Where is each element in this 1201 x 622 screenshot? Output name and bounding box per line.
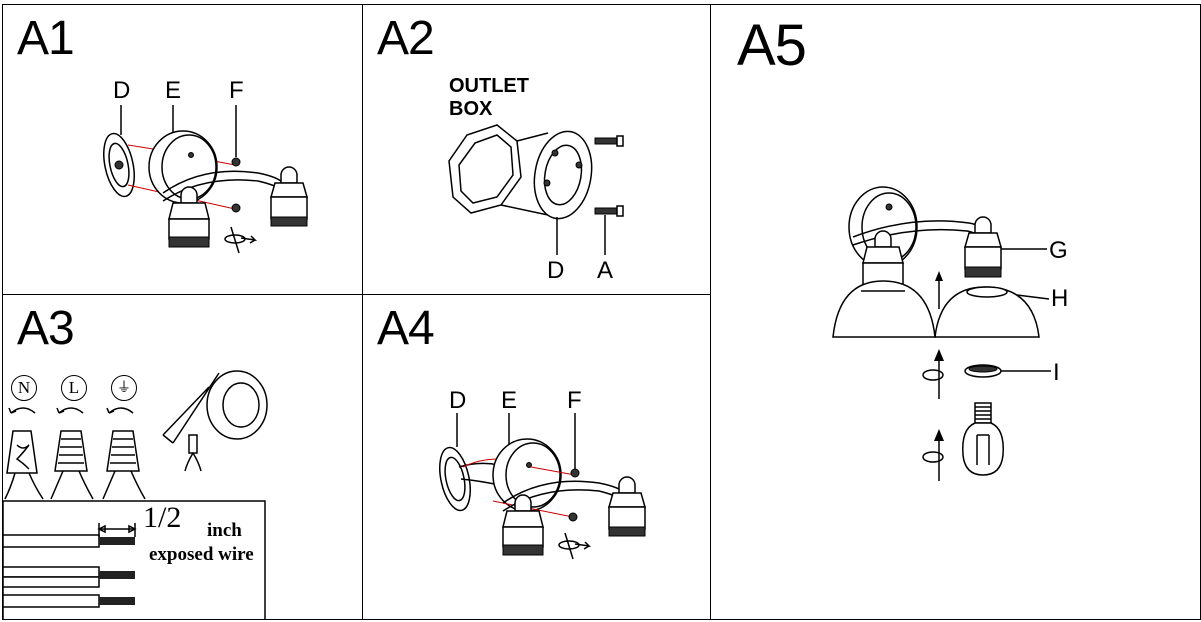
panel-a2-title: A2	[377, 12, 435, 65]
panel-a3-title: A3	[17, 302, 75, 355]
panel-a3: A3 N L ⏚ 1/2 inch exposed wire	[2, 294, 364, 620]
panel-a4: A4 D E F	[362, 294, 712, 620]
a3-measure-label: 1/2	[143, 501, 182, 534]
a2-mount-drawing	[448, 124, 624, 255]
a4-label-f: F	[567, 387, 582, 414]
a2-outlet-box-label: OUTLET BOX	[449, 75, 529, 120]
a3-wire-strands	[3, 534, 135, 608]
panel-a1: A1 D E F	[2, 4, 364, 296]
a2-label-a: A	[597, 257, 614, 284]
a3-exposed-wire-label: exposed wire	[149, 544, 254, 565]
a3-wiring-drawing	[3, 370, 268, 619]
panel-a5: A5 G H I	[710, 4, 1201, 620]
a1-label-d: D	[113, 77, 131, 104]
a5-label-i: I	[1053, 359, 1060, 386]
panel-a1-title: A1	[17, 12, 75, 65]
a5-label-g: G	[1049, 237, 1068, 264]
a1-label-f: F	[229, 77, 244, 104]
a5-label-h: H	[1051, 285, 1069, 312]
a1-label-e: E	[165, 77, 182, 104]
a3-unit-label: inch	[207, 520, 242, 541]
a4-label-d: D	[449, 387, 467, 414]
a3-symbol-ground: ⏚	[111, 375, 137, 401]
a2-label-d: D	[547, 257, 565, 284]
a3-symbol-line: L	[61, 375, 87, 401]
a5-assembly-drawing	[832, 186, 1051, 481]
panel-a5-title: A5	[737, 13, 807, 78]
a4-label-e: E	[501, 387, 518, 414]
panel-a4-title: A4	[377, 302, 435, 355]
a3-symbol-neutral: N	[11, 375, 37, 401]
a4-fixture-drawing	[439, 413, 646, 560]
panel-a2: A2 OUTLET BOX D A	[362, 4, 712, 296]
a1-fixture-drawing	[103, 105, 308, 254]
